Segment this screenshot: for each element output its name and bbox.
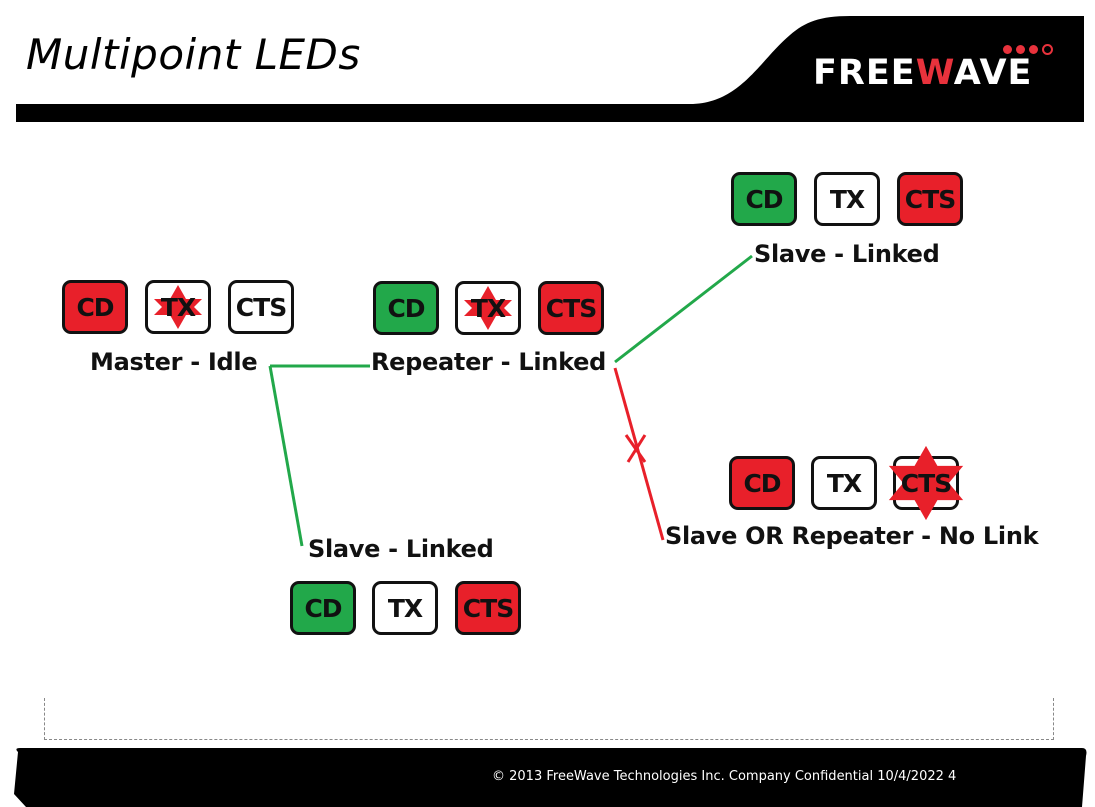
page-title: Multipoint LEDs [26, 30, 361, 79]
logo-dots-icon [1003, 44, 1053, 55]
led-cts: CTS [897, 172, 963, 226]
node-label: Master - Idle [90, 348, 258, 376]
led-cts: CTS [888, 445, 964, 521]
link-master-repeater [268, 254, 753, 547]
node-label: Slave - Linked [308, 535, 494, 563]
node-label: Slave - Linked [754, 240, 940, 268]
led-cd: CD [62, 280, 128, 334]
flash-star-icon [154, 285, 202, 329]
logo-prefix: FREE [813, 53, 916, 93]
led-cd: CD [373, 281, 439, 335]
node-label: Repeater - Linked [371, 348, 606, 376]
logo-suffix: AVE [953, 53, 1033, 93]
led-cts: CTS [455, 581, 521, 635]
notes-placeholder [44, 698, 1054, 740]
led-tx: TX [814, 172, 880, 226]
led-cd: CD [729, 456, 795, 510]
led-cd: CD [731, 172, 797, 226]
led-tx: TX [455, 281, 521, 335]
logo-highlight: W [915, 53, 954, 93]
led-cd: CD [290, 581, 356, 635]
led-tx: TX [811, 456, 877, 510]
freewave-logo: FREEWAVE [813, 53, 1032, 93]
footer-banner [14, 748, 1087, 807]
led-tx: TX [145, 280, 211, 334]
flash-star-icon [464, 286, 512, 330]
node-label: Slave OR Repeater - No Link [665, 522, 1039, 550]
flash-star-icon [888, 445, 964, 521]
led-cts: CTS [228, 280, 294, 334]
footer-copyright: © 2013 FreeWave Technologies Inc. Compan… [492, 769, 957, 784]
link-lines [268, 254, 753, 547]
link-broken [613, 367, 665, 541]
header-banner [16, 16, 1084, 122]
led-cts: CTS [538, 281, 604, 335]
led-tx: TX [372, 581, 438, 635]
